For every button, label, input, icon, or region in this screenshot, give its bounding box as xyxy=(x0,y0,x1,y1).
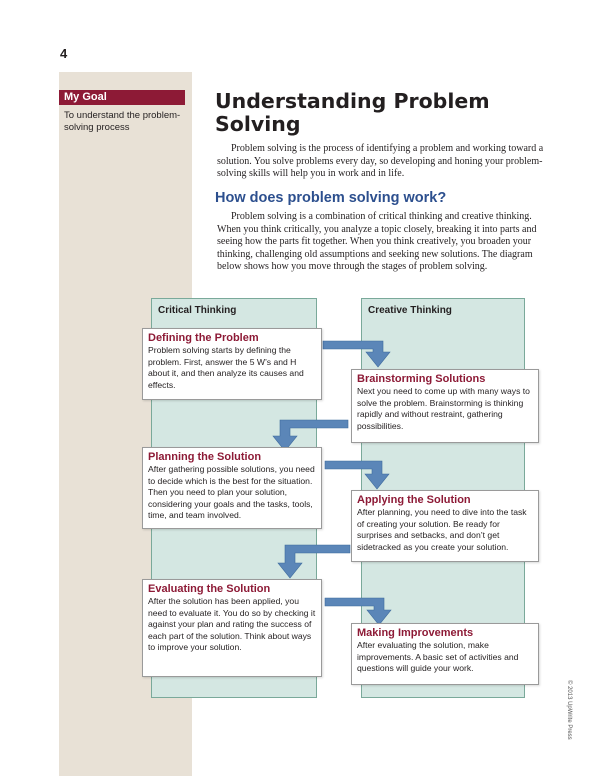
page-number: 4 xyxy=(60,46,68,61)
step-text: Problem solving starts by defining the p… xyxy=(148,345,304,390)
page-title: Understanding Problem Solving xyxy=(215,89,490,136)
step-title: Evaluating the Solution xyxy=(148,583,271,595)
section-heading: How does problem solving work? xyxy=(215,190,447,206)
creative-thinking-label: Creative Thinking xyxy=(368,305,452,316)
step-title: Defining the Problem xyxy=(148,332,259,344)
step-text: After planning, you need to dive into th… xyxy=(357,507,527,552)
step-title: Planning the Solution xyxy=(148,451,262,463)
step-title: Applying the Solution xyxy=(357,494,471,506)
arrow-define-to-brainstorm xyxy=(322,340,391,368)
copyright-notice: © 2013 UpWrite Press xyxy=(566,680,572,740)
critical-thinking-label: Critical Thinking xyxy=(158,305,237,316)
section-paragraph: Problem solving is a combination of crit… xyxy=(217,211,537,273)
step-text: Next you need to come up with many ways … xyxy=(357,386,530,431)
step-title: Brainstorming Solutions xyxy=(357,373,486,385)
step-planning-solution: Planning the Solution After gathering po… xyxy=(142,447,322,529)
step-defining-problem: Defining the Problem Problem solving sta… xyxy=(142,328,322,400)
step-title: Making Improvements xyxy=(357,627,474,639)
goal-text: To understand the problem-solving proces… xyxy=(64,110,181,133)
step-evaluating-solution: Evaluating the Solution After the soluti… xyxy=(142,579,322,677)
intro-paragraph: Problem solving is the process of identi… xyxy=(217,143,544,180)
step-text: After the solution has been applied, you… xyxy=(148,596,316,653)
step-making-improvements: Making Improvements After evaluating the… xyxy=(351,623,539,685)
goal-heading: My Goal xyxy=(59,90,185,105)
arrow-apply-to-evaluate xyxy=(277,544,351,579)
arrow-plan-to-apply xyxy=(324,460,390,490)
step-brainstorming-solutions: Brainstorming Solutions Next you need to… xyxy=(351,369,539,443)
step-applying-solution: Applying the Solution After planning, yo… xyxy=(351,490,539,562)
arrow-evaluate-to-improve xyxy=(324,597,392,626)
step-text: After evaluating the solution, make impr… xyxy=(357,640,519,674)
arrow-brainstorm-to-plan xyxy=(272,419,349,452)
step-text: After gathering possible solutions, you … xyxy=(148,464,315,521)
